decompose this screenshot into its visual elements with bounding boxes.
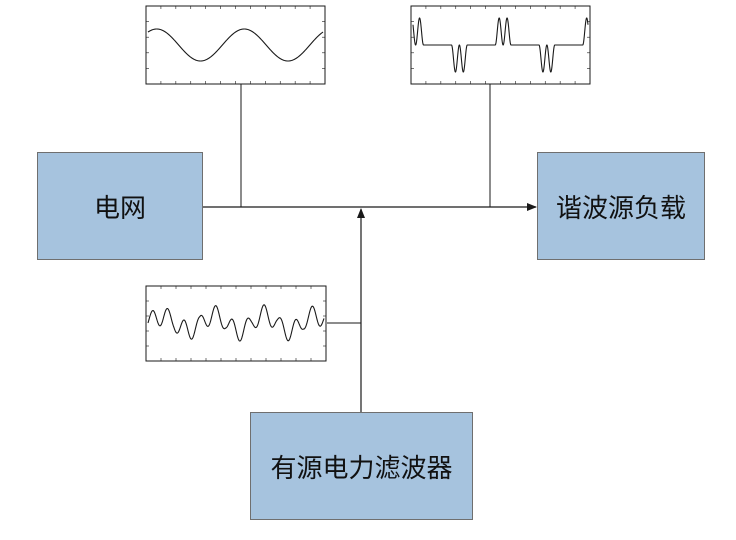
- waveform-ticks: [146, 6, 325, 84]
- harmonic-pulse-waveform-icon: [410, 5, 591, 85]
- pulse-wave-trace: [412, 17, 589, 73]
- harmonic-load-block: 谐波源负载: [537, 152, 705, 260]
- active-power-filter-block: 有源电力滤波器: [250, 412, 473, 520]
- waveform-ticks: [146, 286, 326, 361]
- harmonic-load-label: 谐波源负载: [555, 193, 686, 224]
- compensation-wave-trace: [147, 304, 325, 342]
- grid-label: 电网: [93, 193, 146, 224]
- sine-wave-trace: [147, 28, 324, 62]
- grid-block: 电网: [37, 152, 203, 260]
- sine-waveform-icon: [145, 5, 326, 85]
- waveform-ticks: [411, 6, 590, 84]
- active-power-filter-label: 有源电力滤波器: [270, 453, 453, 484]
- compensation-waveform-icon: [145, 285, 327, 362]
